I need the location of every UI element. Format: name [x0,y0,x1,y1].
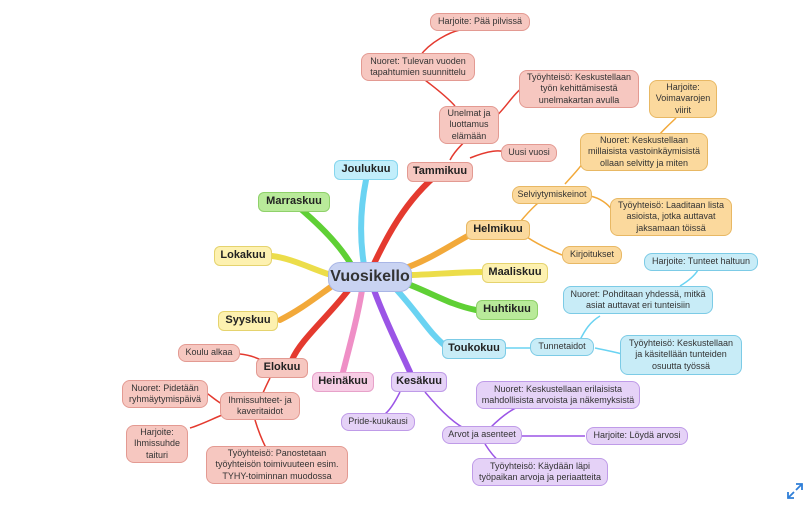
month-heinakuu[interactable]: Heinäkuu [312,372,374,392]
branch-line-syyskuu [277,281,338,323]
branch-line-tammikuu [369,169,443,271]
kesakuu-harjoite[interactable]: Harjoite: Löydä arvosi [586,427,688,445]
branch-line-huhtikuu [402,280,479,313]
toukokuu-tunnetaidot[interactable]: Tunnetaidot [530,338,594,356]
toukokuu-nuoret[interactable]: Nuoret: Pohditaan yhdessä, mitkä asiat a… [563,286,713,314]
kesakuu-arvot[interactable]: Arvot ja asenteet [442,426,522,444]
expand-arrows-icon[interactable] [786,482,804,500]
branch-line-helmikuu [397,229,478,273]
month-joulukuu[interactable]: Joulukuu [334,160,398,180]
branch-line-kesakuu [371,287,413,375]
tammikuu-unelmat[interactable]: Unelmat ja luottamus elämään [439,106,499,144]
month-syyskuu[interactable]: Syyskuu [218,311,278,331]
month-marraskuu[interactable]: Marraskuu [258,192,330,212]
toukokuu-harjoite[interactable]: Harjoite: Tunteet haltuun [644,253,758,271]
branch-line-maaliskuu [409,269,488,278]
branch-line-elokuu [289,285,353,363]
kesakuu-nuoret[interactable]: Nuoret: Keskustellaan erilaisista mahdol… [476,381,640,409]
elokuu-nuoret[interactable]: Nuoret: Pidetään ryhmäytymispäivä [122,380,208,408]
month-huhtikuu[interactable]: Huhtikuu [476,300,538,320]
helmikuu-harjoite[interactable]: Harjoite: Voimavarojen viirit [649,80,717,118]
helmikuu-tyoyhteiso[interactable]: Työyhteisö: Laaditaan lista asioista, jo… [610,198,732,236]
center-node-vuosikello[interactable]: Vuosikello [328,262,412,292]
month-lokakuu[interactable]: Lokakuu [214,246,272,266]
elokuu-koulu-alkaa[interactable]: Koulu alkaa [178,344,240,362]
branch-line-heinakuu [340,287,365,375]
month-helmikuu[interactable]: Helmikuu [466,220,530,240]
elokuu-harjoite[interactable]: Harjoite: Ihmissuhde taituri [126,425,188,463]
helmikuu-selviytymiskeinot[interactable]: Selviytymiskeinot [512,186,592,204]
month-tammikuu[interactable]: Tammikuu [407,162,473,182]
branch-line-marraskuu [293,202,355,269]
month-kesakuu[interactable]: Kesäkuu [391,372,447,392]
helmikuu-nuoret[interactable]: Nuoret: Keskustellaan millaisista vastoi… [580,133,708,171]
tammikuu-nuoret[interactable]: Nuoret: Tulevan vuoden tapahtumien suunn… [361,53,475,81]
tammikuu-uusi-vuosi[interactable]: Uusi vuosi [501,144,557,162]
tammikuu-harjoite[interactable]: Harjoite: Pää pilvissä [430,13,530,31]
month-maaliskuu[interactable]: Maaliskuu [482,263,548,283]
month-elokuu[interactable]: Elokuu [256,358,308,378]
toukokuu-tyoyhteiso[interactable]: Työyhteisö: Keskustellaan ja käsitellään… [620,335,742,375]
branch-line-lokakuu [269,253,331,277]
helmikuu-kirjoitukset[interactable]: Kirjoitukset [562,246,622,264]
kesakuu-pride[interactable]: Pride-kuukausi [341,413,415,431]
month-toukokuu[interactable]: Toukokuu [442,339,506,359]
branch-line-joulukuu [358,177,369,268]
elokuu-ihmissuhteet[interactable]: Ihmissuhteet- ja kaveritaidot [220,392,300,420]
elokuu-tyoyhteiso[interactable]: Työyhteisö: Panostetaan työyhteisön toim… [206,446,348,484]
tammikuu-tyoyhteiso[interactable]: Työyhteisö: Keskustellaan työn kehittämi… [519,70,639,108]
kesakuu-tyoyhteiso[interactable]: Työyhteisö: Käydään läpi työpaikan arvoj… [472,458,608,486]
